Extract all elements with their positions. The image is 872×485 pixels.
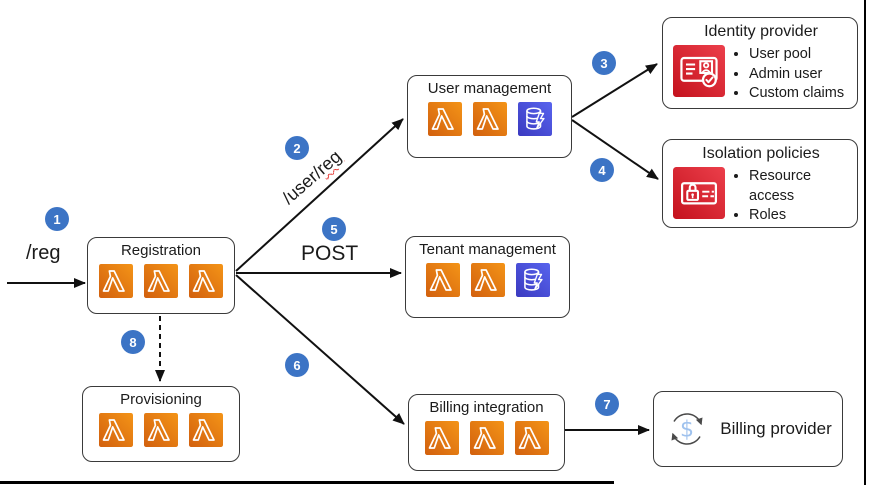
lambda-icon: [473, 102, 507, 136]
lambda-icon: [428, 102, 462, 136]
step-badge-4: 4: [590, 158, 614, 182]
user-management-title: User management: [427, 80, 552, 97]
lambda-icon: [189, 264, 223, 298]
lock-policy-icon: [673, 167, 725, 219]
step-badge-7: 7: [595, 392, 619, 416]
identity-provider-box: Identity provider User pool Admin user C…: [662, 17, 858, 109]
lambda-icon: [144, 264, 178, 298]
bullet-item: Resource access: [749, 167, 849, 206]
bullet-item: User pool: [749, 45, 844, 65]
lambda-icon: [425, 421, 459, 455]
provisioning-icons: [99, 413, 223, 447]
lambda-icon: [470, 421, 504, 455]
user-management-box: User management: [407, 75, 572, 158]
arrow-registration-to-billing-integration: [235, 274, 405, 425]
lambda-icon: [515, 421, 549, 455]
registration-icons: [99, 264, 223, 298]
arrow-user-management-to-identity-provider: [571, 63, 658, 118]
step-badge-1: 1: [45, 207, 69, 231]
dynamodb-icon: [518, 102, 552, 136]
step-badge-8: 8: [121, 330, 145, 354]
identity-provider-bullets: User pool Admin user Custom claims: [733, 45, 844, 104]
tenant-management-title: Tenant management: [419, 241, 556, 258]
post-method-label: POST: [301, 242, 359, 265]
tenant-management-icons: [426, 263, 550, 297]
billing-integration-icons: [425, 421, 549, 455]
user-reg-path-label: /user/reg: [261, 131, 364, 224]
registration-title: Registration: [120, 242, 202, 259]
entry-path-label: /reg: [26, 242, 61, 264]
step-badge-2: 2: [285, 136, 309, 160]
lambda-icon: [144, 413, 178, 447]
user-management-icons: [428, 102, 552, 136]
slide-right-edge: [864, 0, 866, 485]
step-badge-6: 6: [285, 353, 309, 377]
registration-box: Registration: [87, 237, 235, 314]
provisioning-box: Provisioning: [82, 386, 240, 462]
bullet-item: Roles: [749, 206, 849, 226]
isolation-policies-title: Isolation policies: [702, 145, 820, 162]
lambda-icon: [189, 413, 223, 447]
bullet-item: Admin user: [749, 65, 844, 85]
billing-provider-box: Billing provider: [653, 391, 843, 467]
slide-bottom-edge: [0, 481, 614, 484]
isolation-policies-bullets: Resource access Roles: [733, 167, 849, 226]
billing-integration-title: Billing integration: [429, 399, 544, 416]
billing-provider-title: Billing provider: [720, 419, 832, 438]
isolation-policies-box: Isolation policies Resource access Roles: [662, 139, 858, 228]
dynamodb-icon: [516, 263, 550, 297]
tenant-management-box: Tenant management: [405, 236, 570, 318]
provisioning-title: Provisioning: [120, 391, 202, 408]
identity-provider-title: Identity provider: [704, 23, 818, 40]
lambda-icon: [426, 263, 460, 297]
billing-integration-box: Billing integration: [408, 394, 565, 471]
lambda-icon: [471, 263, 505, 297]
bullet-item: Custom claims: [749, 84, 844, 104]
step-badge-5: 5: [322, 217, 346, 241]
identity-card-icon: [673, 45, 725, 97]
step-badge-3: 3: [592, 51, 616, 75]
arrow-user-management-to-isolation-policies: [571, 119, 659, 180]
lambda-icon: [99, 264, 133, 298]
lambda-icon: [99, 413, 133, 447]
billing-cycle-icon: [664, 406, 710, 452]
